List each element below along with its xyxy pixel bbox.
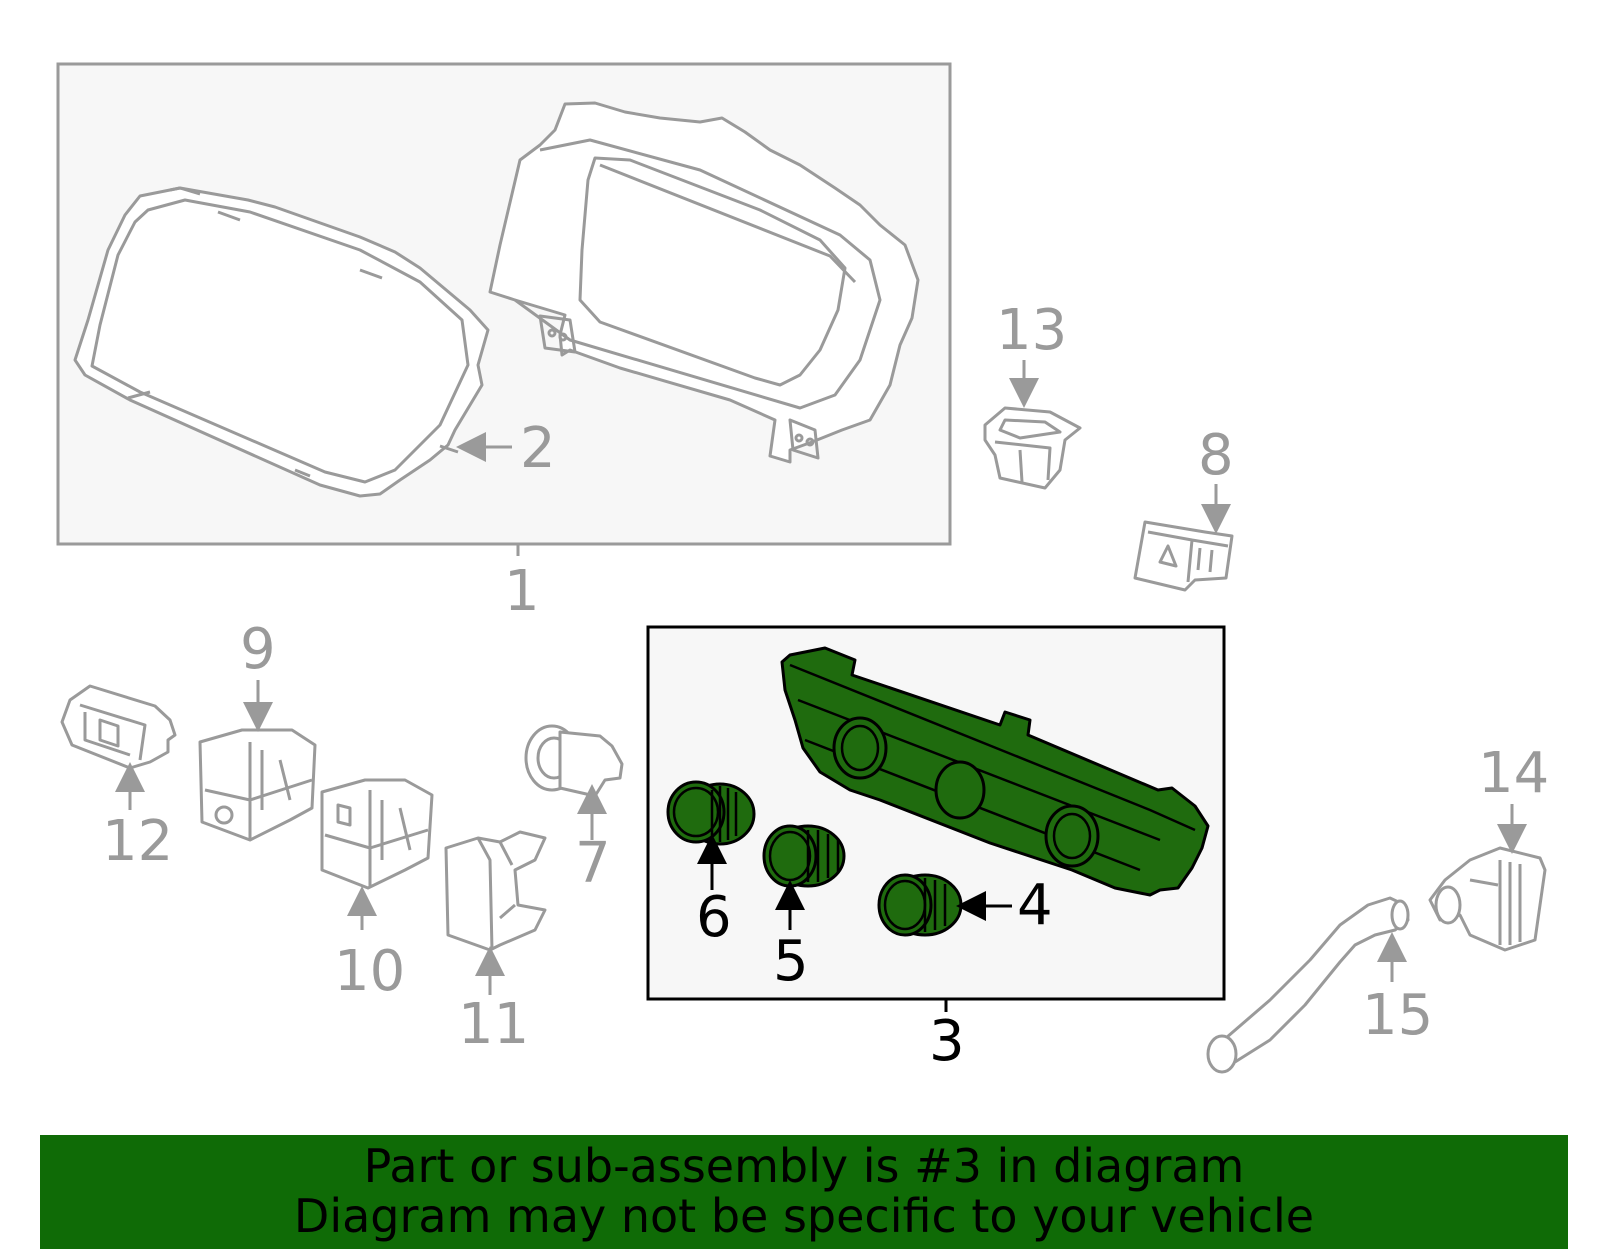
cluster-housing-part[interactable]	[488, 101, 920, 464]
callout-2: 2	[520, 416, 556, 481]
callout-10: 10	[334, 939, 405, 1004]
callout-5: 5	[773, 929, 809, 994]
callout-15: 15	[1362, 983, 1433, 1048]
banner-line-1: Part or sub-assembly is #3 in diagram	[363, 1139, 1245, 1193]
part-11-bracket[interactable]	[444, 830, 547, 952]
climate-control-panel-part[interactable]	[780, 646, 1210, 897]
banner-line-2: Diagram may not be specific to your vehi…	[293, 1189, 1315, 1243]
callout-11: 11	[458, 992, 529, 1057]
knob-4-part[interactable]	[877, 873, 963, 937]
callout-1: 1	[504, 559, 540, 624]
part-7-socket[interactable]	[524, 724, 624, 798]
callout-8: 8	[1198, 423, 1234, 488]
part-9-switch[interactable]	[198, 728, 317, 842]
callout-13: 13	[996, 298, 1067, 363]
callout-3: 3	[929, 1009, 965, 1074]
knob-6-part[interactable]	[666, 780, 756, 846]
callout-12: 12	[102, 809, 173, 874]
callout-9: 9	[240, 617, 276, 682]
callout-7: 7	[575, 831, 611, 896]
part-12-switch[interactable]	[60, 684, 177, 770]
callout-4: 4	[1017, 873, 1053, 938]
knob-5-part[interactable]	[762, 824, 846, 888]
cluster-lens-part[interactable]	[73, 186, 490, 498]
callout-6: 6	[696, 885, 732, 950]
part-info-banner: Part or sub-assembly is #3 in diagram Di…	[40, 1135, 1568, 1249]
callout-14: 14	[1478, 741, 1549, 806]
part-8-hazard-switch[interactable]	[1133, 520, 1234, 592]
part-14-module[interactable]	[1428, 846, 1547, 952]
part-10-switch[interactable]	[320, 778, 434, 890]
part-15-hose[interactable]	[1206, 896, 1410, 1074]
part-13-switch[interactable]	[983, 406, 1082, 490]
